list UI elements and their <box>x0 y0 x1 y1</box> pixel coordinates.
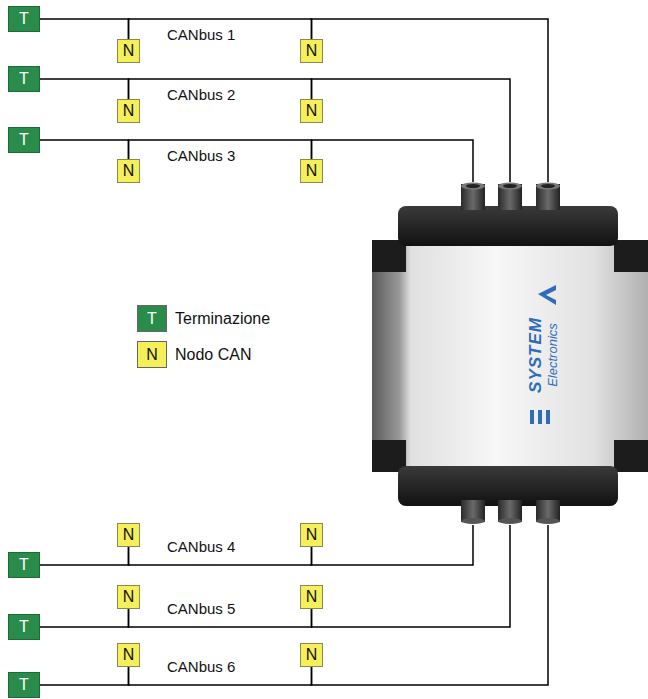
brand-logo: SYSTEMElectronics <box>527 317 560 393</box>
bus-wire <box>312 525 511 627</box>
legend-letter: N <box>146 347 158 363</box>
bus-wire <box>312 525 474 565</box>
termination-box: T <box>8 127 40 153</box>
can-node-box: N <box>117 39 140 63</box>
bus-wire <box>40 79 129 99</box>
can-node-box: N <box>300 585 323 609</box>
node-letter: T <box>19 557 29 573</box>
bus-wire <box>312 525 549 685</box>
termination-box: T <box>8 552 40 578</box>
node-letter: N <box>123 43 135 59</box>
bus-wire <box>40 19 129 39</box>
bus-wire <box>40 140 129 159</box>
can-node-box: N <box>117 523 140 547</box>
legend-swatch: N <box>137 341 167 368</box>
housing-flange <box>614 240 648 272</box>
node-letter: N <box>306 103 318 119</box>
legend-text: Nodo CAN <box>175 346 251 364</box>
termination-box: T <box>8 6 40 32</box>
bus-wire <box>40 609 129 627</box>
top-cap <box>398 206 618 246</box>
bus-wire <box>40 667 129 685</box>
can-node-box: N <box>300 159 323 183</box>
node-letter: N <box>123 527 135 543</box>
can-node-box: N <box>117 159 140 183</box>
bus-label: CANbus 3 <box>167 148 235 165</box>
node-letter: N <box>123 103 135 119</box>
housing-flange <box>372 240 406 272</box>
node-letter: T <box>19 71 29 87</box>
housing-flange <box>372 440 406 472</box>
node-letter: N <box>306 527 318 543</box>
node-letter: T <box>19 11 29 27</box>
termination-box: T <box>8 672 40 698</box>
bus-wire <box>312 19 549 182</box>
legend-text: Terminazione <box>175 310 270 328</box>
logo-stripes <box>530 410 550 424</box>
can-node-box: N <box>300 523 323 547</box>
legend-letter: T <box>147 311 157 327</box>
node-letter: N <box>306 647 318 663</box>
device-body: SYSTEMElectronics <box>370 182 648 525</box>
can-node-box: N <box>117 643 140 667</box>
can-node-box: N <box>117 585 140 609</box>
termination-box: T <box>8 66 40 92</box>
node-letter: N <box>306 589 318 605</box>
can-node-box: N <box>300 39 323 63</box>
device-housing <box>372 240 648 472</box>
node-letter: T <box>19 677 29 693</box>
bus-wire <box>312 140 474 182</box>
node-letter: N <box>123 647 135 663</box>
termination-box: T <box>8 614 40 640</box>
node-letter: N <box>123 163 135 179</box>
legend-row: T Terminazione <box>137 305 270 332</box>
bus-label: CANbus 4 <box>167 539 235 556</box>
brand-subtitle: Electronics <box>545 323 559 387</box>
device-illustration <box>370 182 648 525</box>
can-node-box: N <box>117 99 140 123</box>
logo-chevron <box>538 285 556 305</box>
node-letter: N <box>306 43 318 59</box>
bus-label: CANbus 6 <box>167 659 235 676</box>
housing-flange <box>614 440 648 472</box>
node-letter: N <box>123 589 135 605</box>
bus-wire <box>312 79 511 182</box>
top-connectors <box>461 183 560 211</box>
bottom-connectors <box>461 500 560 524</box>
bus-label: CANbus 5 <box>167 601 235 618</box>
bus-label: CANbus 2 <box>167 87 235 104</box>
bus-label: CANbus 1 <box>167 27 235 44</box>
node-letter: T <box>19 619 29 635</box>
brand-name: SYSTEM <box>527 317 546 393</box>
can-node-box: N <box>300 643 323 667</box>
legend-row: N Nodo CAN <box>137 341 251 368</box>
can-node-box: N <box>300 99 323 123</box>
node-letter: N <box>306 163 318 179</box>
bus-wire <box>40 547 129 565</box>
legend-swatch: T <box>137 305 167 332</box>
node-letter: T <box>19 132 29 148</box>
